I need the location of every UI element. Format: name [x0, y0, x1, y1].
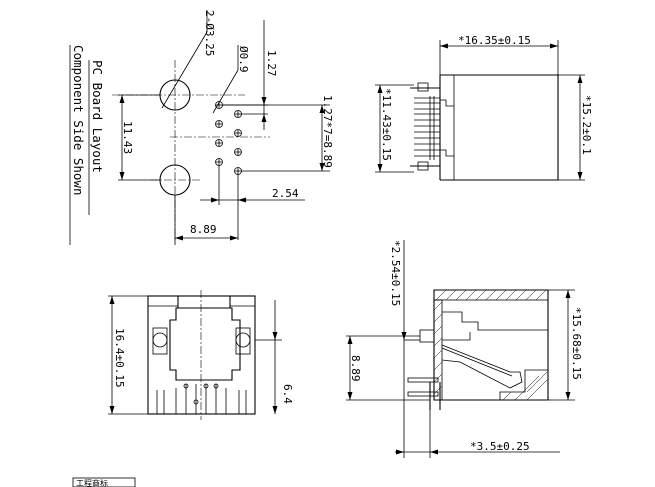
title-line1: PC Board Layout: [90, 60, 105, 173]
title-line2: Component Side Shown: [71, 45, 86, 196]
dim-pin-hole: Ø0.9: [237, 46, 250, 73]
top-dim-inner: *11.43±0.15: [380, 88, 393, 161]
corner-stamp: 工程商标: [72, 477, 136, 487]
pcb-layout-view: 11.43 2-Ø3.25 Ø0.9 1.27: [112, 10, 334, 245]
top-view: *16.35±0.15: [375, 34, 593, 181]
stamp-text: 工程商标: [76, 478, 108, 487]
side-dim-bottom: *3.5±0.25: [470, 440, 530, 453]
pcb-layout-title: PC Board Layout Component Side Shown: [69, 45, 105, 245]
side-dim-top: *2.54±0.15: [389, 240, 402, 306]
dim-hole-spacing: 11.43: [121, 121, 134, 154]
front-view: 16.4±0.15 6.4: [108, 290, 294, 420]
top-dim-height: *15.2±0.1: [580, 95, 593, 155]
side-dim-pin: 8.89: [349, 355, 362, 382]
front-dim-height: 16.4±0.15: [113, 328, 126, 388]
top-dim-length: *16.35±0.15: [458, 34, 531, 47]
dim-pin-span: 1.27*7=8.89: [321, 95, 334, 168]
dim-horiz: 8.89: [190, 223, 217, 236]
dim-pin-pitch-v: 1.27: [265, 50, 278, 77]
side-dim-height: *15.68±0.15: [570, 307, 583, 380]
pin-holes: [215, 101, 242, 175]
front-pins: [156, 383, 247, 414]
side-hatch: [433, 289, 549, 401]
top-pins: [414, 96, 440, 160]
front-dim-offset: 6.4: [281, 384, 294, 404]
dim-mount-holes: 2-Ø3.25: [203, 10, 216, 56]
side-view: *2.54±0.15 8.89 *15.68±0.15 *3.5±0.25: [346, 240, 583, 458]
dim-row-offset: 2.54: [272, 187, 299, 200]
